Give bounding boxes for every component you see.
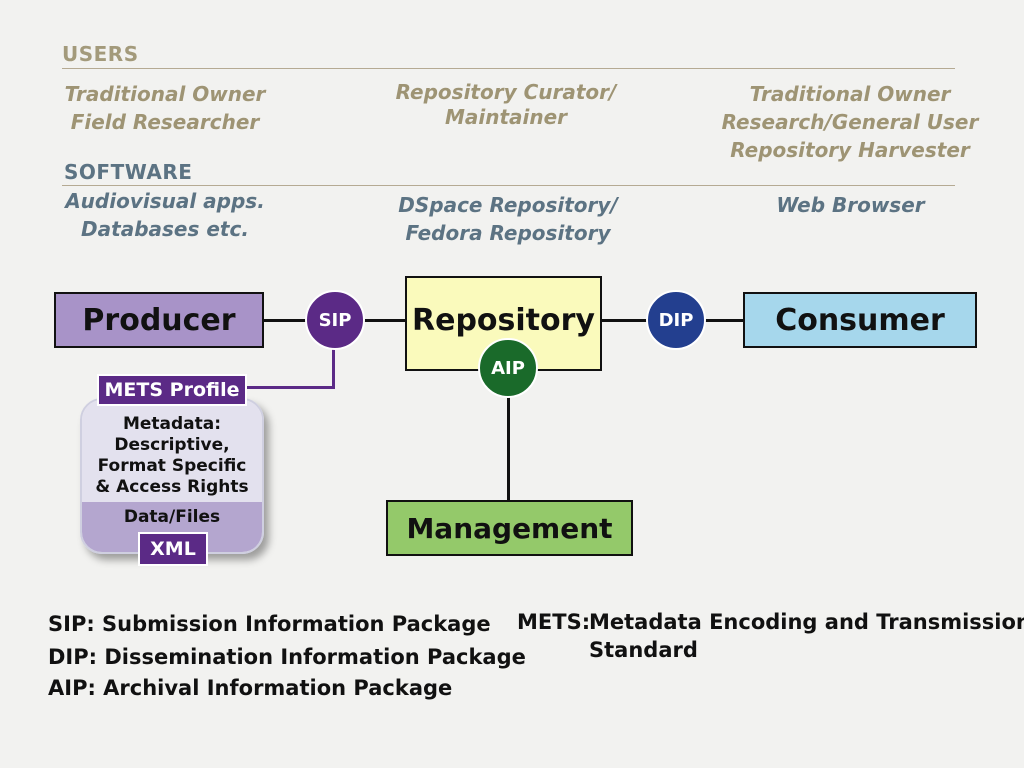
software-repository-apps: DSpace Repository/ Fedora Repository bbox=[383, 191, 633, 247]
xml-tag: XML bbox=[138, 532, 208, 566]
metadata-section: Metadata: Descriptive, Format Specific &… bbox=[82, 400, 262, 502]
users-producer-roles: Traditional Owner Field Researcher bbox=[40, 80, 290, 136]
producer-box: Producer bbox=[54, 292, 264, 348]
sip-mets-connector-vertical bbox=[332, 340, 335, 388]
users-left-line: Field Researcher bbox=[70, 110, 260, 134]
users-right-line: Research/General User bbox=[721, 110, 979, 134]
metadata-line: Format Specific bbox=[97, 456, 247, 476]
legend-entry: DIP: Dissemination Information Package bbox=[48, 645, 526, 669]
mets-legend-line: Metadata Encoding and Transmission bbox=[589, 610, 1024, 634]
software-divider bbox=[62, 185, 955, 186]
users-center-line: Repository Curator/ bbox=[395, 80, 617, 104]
management-box: Management bbox=[386, 500, 633, 556]
dip-package-circle: DIP bbox=[646, 290, 706, 350]
mets-legend: METS: Metadata Encoding and Transmission… bbox=[517, 608, 1024, 664]
users-right-line: Traditional Owner bbox=[749, 82, 951, 106]
sip-mets-connector-horizontal bbox=[240, 386, 335, 389]
mets-package: Metadata: Descriptive, Format Specific &… bbox=[80, 398, 264, 554]
software-section-title: SOFTWARE bbox=[64, 160, 193, 184]
data-files-label: Data/Files bbox=[123, 507, 221, 527]
software-left-line: Audiovisual apps. bbox=[65, 189, 265, 213]
mets-legend-term: METS: bbox=[517, 610, 591, 634]
software-consumer-apps: Web Browser bbox=[738, 191, 963, 219]
users-right-line: Repository Harvester bbox=[730, 138, 970, 162]
users-center-line: Maintainer bbox=[444, 105, 568, 129]
metadata-line: Metadata: bbox=[122, 414, 222, 434]
users-consumer-roles: Traditional Owner Research/General User … bbox=[715, 80, 985, 164]
software-center-line: Fedora Repository bbox=[405, 221, 611, 245]
software-center-line: DSpace Repository/ bbox=[398, 193, 618, 217]
repository-management-connector bbox=[507, 395, 510, 502]
mets-legend-line: Standard bbox=[589, 638, 698, 662]
users-left-line: Traditional Owner bbox=[64, 82, 266, 106]
software-producer-apps: Audiovisual apps. Databases etc. bbox=[40, 187, 290, 243]
legend-entry: SIP: Submission Information Package bbox=[48, 612, 491, 636]
mets-profile-tag: METS Profile bbox=[97, 374, 247, 406]
metadata-line: & Access Rights bbox=[95, 477, 249, 497]
acronym-legend: SIP: Submission Information Package DIP:… bbox=[48, 608, 526, 705]
users-section-title: USERS bbox=[62, 42, 139, 66]
software-left-line: Databases etc. bbox=[81, 217, 249, 241]
consumer-box: Consumer bbox=[743, 292, 977, 348]
aip-package-circle: AIP bbox=[478, 338, 538, 398]
software-right-line: Web Browser bbox=[776, 193, 925, 217]
metadata-line: Descriptive, bbox=[114, 435, 230, 455]
sip-package-circle: SIP bbox=[305, 290, 365, 350]
legend-entry: AIP: Archival Information Package bbox=[48, 676, 453, 700]
repository-box: Repository bbox=[405, 276, 602, 371]
users-divider bbox=[62, 68, 955, 69]
users-repository-roles: Repository Curator/ Maintainer bbox=[378, 80, 634, 130]
